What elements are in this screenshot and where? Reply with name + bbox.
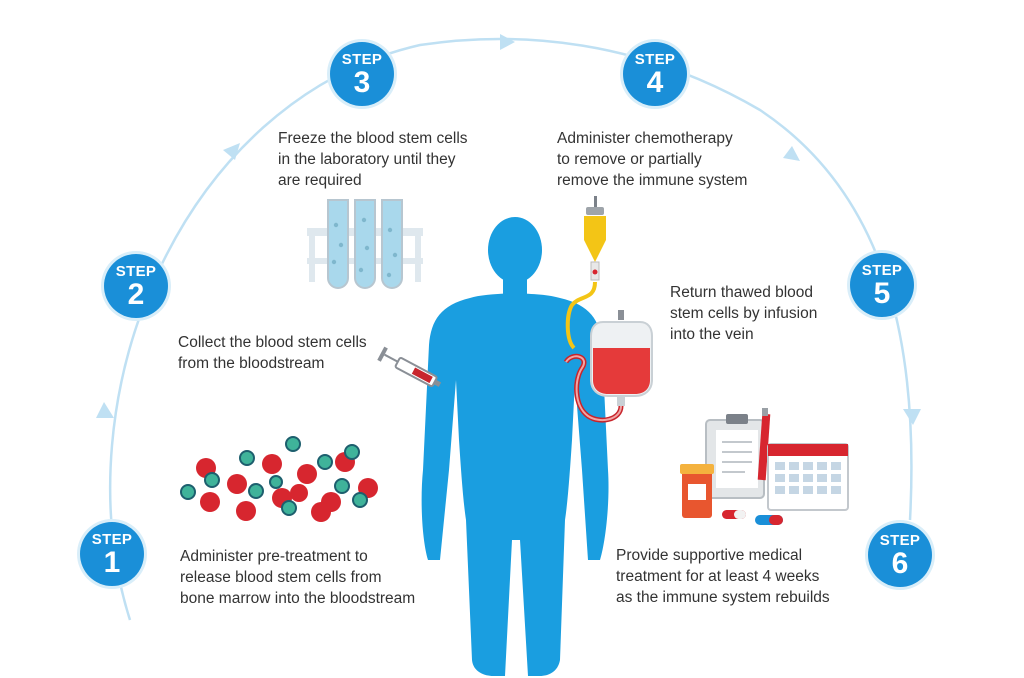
arc-arrow-4 [783, 146, 800, 161]
step-6-number: 6 [891, 547, 909, 580]
step-3-line: are required [278, 172, 362, 189]
arc-arrow-2 [223, 143, 240, 160]
step-1-line: release blood stem cells from [180, 569, 382, 586]
iv-drip-icon [565, 196, 606, 350]
blood-bag-icon [563, 310, 653, 423]
step-2-line: from the bloodstream [178, 355, 325, 372]
step-5-badge: STEP 5 [850, 253, 914, 317]
blood-cells-icon [180, 436, 378, 522]
step-4-line: to remove or partially [557, 151, 702, 168]
step-4-line: remove the immune system [557, 172, 748, 189]
step-5-line: stem cells by infusion [670, 305, 818, 322]
step-4-number: 4 [646, 66, 664, 99]
test-tubes-icon [307, 199, 423, 289]
step-4-line: Administer chemotherapy [557, 130, 733, 147]
step-3-description: Freeze the blood stem cells in the labor… [278, 128, 468, 191]
step-2-label: STEP [115, 263, 157, 280]
step-1-line: bone marrow into the bloodstream [180, 590, 416, 607]
step-3-badge: STEP 3 [330, 42, 394, 106]
step-1-description: Administer pre-treatment to release bloo… [180, 546, 415, 609]
step-2-number: 2 [127, 278, 145, 311]
step-2-description: Collect the blood stem cells from the bl… [178, 332, 367, 374]
step-6-badge: STEP 6 [868, 523, 932, 587]
step-5-line: into the vein [670, 326, 754, 343]
step-5-number: 5 [873, 277, 891, 310]
step-5-line: Return thawed blood [670, 284, 814, 301]
step-5-label: STEP [861, 262, 903, 279]
step-2-line: Collect the blood stem cells [178, 334, 367, 351]
step-4-description: Administer chemotherapy to remove or par… [557, 128, 747, 191]
step-6-label: STEP [879, 532, 921, 549]
step-4-badge: STEP 4 [623, 42, 687, 106]
step-6-line: Provide supportive medical [616, 547, 803, 564]
arc-arrow-3 [500, 34, 515, 50]
arc-arrow-1 [96, 402, 114, 418]
step-4-label: STEP [634, 51, 676, 68]
step-6-line: treatment for at least 4 weeks [616, 568, 820, 585]
syringe-icon [377, 346, 442, 388]
step-1-number: 1 [103, 546, 121, 579]
step-3-line: Freeze the blood stem cells [278, 130, 468, 147]
step-6-description: Provide supportive medical treatment for… [616, 545, 830, 608]
step-1-label: STEP [91, 531, 133, 548]
step-2-badge: STEP 2 [104, 254, 168, 318]
step-3-line: in the laboratory until they [278, 151, 456, 168]
human-figure-icon [421, 217, 609, 676]
arc-arrows [96, 34, 921, 425]
step-3-label: STEP [341, 51, 383, 68]
arc-arrow-5 [903, 409, 921, 425]
step-1-badge: STEP 1 [80, 522, 144, 586]
step-5-description: Return thawed blood stem cells by infusi… [670, 282, 817, 345]
step-1-line: Administer pre-treatment to [180, 548, 368, 565]
step-6-line: as the immune system rebuilds [616, 589, 830, 606]
clipboard-calendar-icon [680, 408, 849, 525]
step-3-number: 3 [353, 66, 371, 99]
